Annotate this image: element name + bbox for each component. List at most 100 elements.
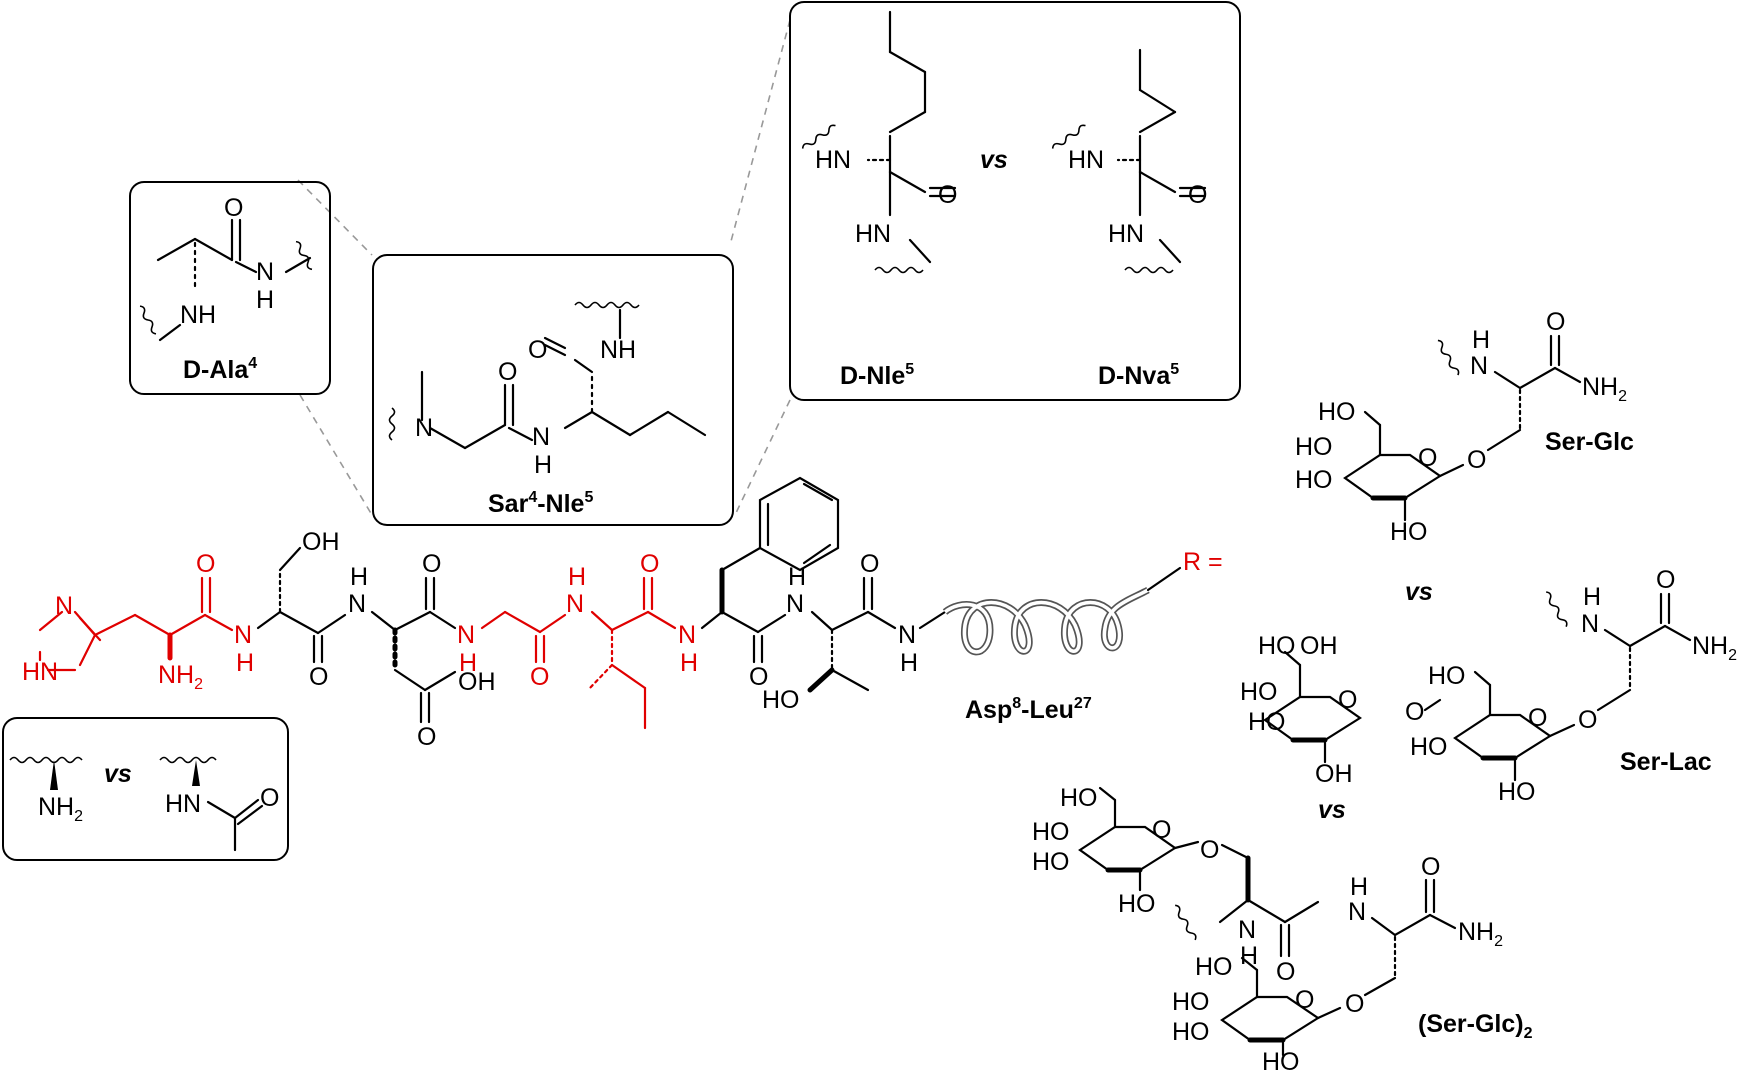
ser-lac-oh1: OH — [1300, 632, 1338, 660]
ser-glc-nh2-sub: 2 — [1618, 388, 1627, 405]
thr-residue: H N O HO N H — [762, 550, 918, 714]
glc2-nh2: NH — [1458, 918, 1494, 946]
ser-lac-ho-a: HO — [1428, 662, 1466, 690]
asp8-label: Asp — [965, 696, 1012, 724]
ser-lac-ho2: HO — [1240, 678, 1278, 706]
d-nle5-d-nva5-box: HN O HN vs HN O HN D-Nle5 D-Nva5 — [789, 1, 1241, 401]
nterm-acetyl-hn: HN — [165, 790, 201, 818]
ser-glc-ho4: HO — [1390, 518, 1428, 546]
ser-lac-link-o: O — [1405, 698, 1424, 726]
glc2-upper-ho3: HO — [1032, 848, 1070, 876]
ser-oh: OH — [302, 528, 340, 556]
vs-ser1: vs — [1405, 578, 1433, 606]
glc2-upper-ho4: HO — [1118, 890, 1156, 918]
ser-glc-ring-o: O — [1418, 444, 1437, 472]
ser-glc-glyco-o: O — [1467, 446, 1486, 474]
glc2-h1: H — [1240, 942, 1258, 970]
ser-glc-n: N — [1470, 352, 1488, 380]
glc2-o1: O — [1276, 958, 1295, 986]
gly-h: H — [459, 649, 477, 677]
r-equals: R = — [1183, 548, 1223, 576]
his-carbonyl-o: O — [196, 550, 215, 578]
d-nva5-label: D-Nva — [1098, 362, 1171, 390]
sar4-nle5-box: N O N H O NH Sar4-Nle5 — [372, 254, 734, 526]
his-nh2: NH — [158, 661, 194, 689]
phe-n: N — [678, 621, 696, 649]
d-nle-amide-hn: HN — [855, 220, 891, 248]
vs-ser2: vs — [1318, 796, 1346, 824]
glc2-o2: O — [1421, 853, 1440, 881]
d-nle5-label: D-Nle — [840, 362, 905, 390]
ser-glc-label: Ser-Glc — [1545, 428, 1634, 456]
d-ala4-box: O N H NH D-Ala4 — [129, 181, 331, 395]
ser-glc-ho3: HO — [1295, 466, 1333, 494]
glc2-h2: H — [1350, 873, 1368, 901]
d-nle-hn: HN — [815, 146, 851, 174]
d-ala4-amide-n: N — [256, 258, 274, 286]
d-nle5-superscript: 5 — [905, 361, 914, 378]
d-ala4-label: D-Ala — [183, 356, 249, 384]
thr-amide-h: H — [900, 649, 918, 677]
ile-h: H — [568, 563, 586, 591]
phe-o: O — [749, 663, 768, 691]
ile-residue: H N O — [566, 550, 677, 730]
n-terminus-box: NH2 vs HN O — [2, 717, 289, 861]
thr-o: O — [860, 550, 879, 578]
glc2-lower-ho1: HO — [1195, 953, 1233, 981]
svg-text:D-Ala4: D-Ala4 — [183, 355, 257, 384]
vs-nterm: vs — [104, 760, 132, 788]
sar4-label: Sar — [488, 490, 529, 518]
his-nh2-sub: 2 — [194, 676, 203, 693]
svg-text:NH2: NH2 — [1458, 918, 1503, 950]
ser-lac-n: N — [1581, 610, 1599, 638]
phe-residue: N H O — [678, 476, 840, 691]
glc2-lower-ring-o: O — [1295, 986, 1314, 1014]
svg-text:NH2: NH2 — [38, 793, 83, 825]
main-peptide: N HN O NH2 N H OH O H N — [22, 476, 1223, 751]
ser-lac-o: O — [1656, 566, 1675, 594]
nterm-nh2-sub: 2 — [74, 808, 83, 825]
helix-asp8-leu27: Asp8-Leu27 R = — [918, 548, 1223, 724]
d-ala4-amide-h: H — [256, 286, 274, 314]
nle-carbonyl-o: O — [528, 336, 547, 364]
ser-lac-label: Ser-Lac — [1620, 748, 1712, 776]
leu27-label: -Leu — [1021, 696, 1074, 724]
thr-amide-n: N — [898, 621, 916, 649]
thr-ho: HO — [762, 686, 800, 714]
ser-glc2-label: (Ser-Glc) — [1418, 1010, 1524, 1038]
nterm-acetyl-o: O — [260, 784, 279, 812]
glc2-upper-ring-o: O — [1152, 816, 1171, 844]
sar-carbonyl-o: O — [498, 358, 517, 386]
zoom-guides — [297, 19, 791, 516]
ser-glc-h: H — [1472, 326, 1490, 354]
his-residue: N HN O NH2 N H — [22, 550, 254, 693]
thr-h: H — [788, 563, 806, 591]
ser-glc2-subscript: 2 — [1524, 1025, 1533, 1042]
d-nva5-superscript: 5 — [1170, 361, 1179, 378]
his-n: N — [55, 592, 73, 620]
ser-lac-structure: H N O NH2 O O HO HO HO O O HO OH HO HO O… — [1240, 566, 1737, 806]
ser-lac-ho3: HO — [1248, 708, 1286, 736]
sar4-superscript: 4 — [528, 489, 537, 506]
ser-lac-ring-o1: O — [1338, 686, 1357, 714]
glc2-upper-ho2: HO — [1032, 818, 1070, 846]
glc2-lower-glyco-o: O — [1345, 990, 1364, 1018]
glc2-lower-ho2: HO — [1172, 988, 1210, 1016]
nle5-superscript: 5 — [584, 489, 593, 506]
d-ala4-superscript: 4 — [248, 355, 257, 372]
svg-text:D-Nle5: D-Nle5 — [840, 361, 914, 390]
d-nva-o: O — [1188, 181, 1207, 209]
ser-lac-glyco-o: O — [1578, 706, 1597, 734]
leu27-superscript: 27 — [1074, 695, 1092, 712]
svg-text:Sar4-Nle5: Sar4-Nle5 — [488, 489, 593, 518]
gly-residue: N H O — [457, 610, 567, 691]
d-ala4-carbonyl-o: O — [224, 194, 243, 222]
svg-text:NH2: NH2 — [1692, 632, 1737, 664]
glc2-n1: N — [1238, 916, 1256, 944]
glc2-lower-ho3: HO — [1172, 1018, 1210, 1046]
ser-lac-oh2: OH — [1315, 760, 1353, 788]
svg-text:D-Nva5: D-Nva5 — [1098, 361, 1179, 390]
ser-o: O — [309, 663, 328, 691]
asp-acid-o: O — [417, 723, 436, 751]
